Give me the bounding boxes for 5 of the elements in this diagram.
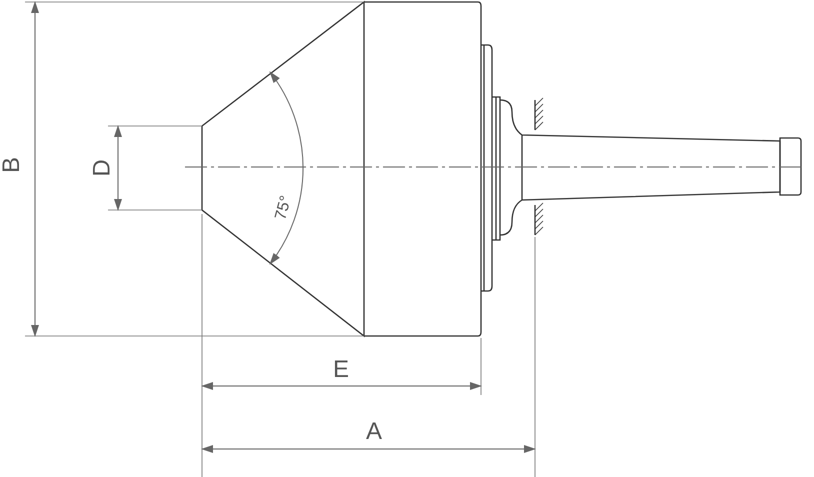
- dimension-label: A: [366, 420, 382, 444]
- dimension-label: E: [333, 358, 350, 382]
- angle-label: 75°: [273, 194, 295, 222]
- dimension-label: D: [90, 159, 114, 177]
- dimension-label: B: [0, 157, 24, 173]
